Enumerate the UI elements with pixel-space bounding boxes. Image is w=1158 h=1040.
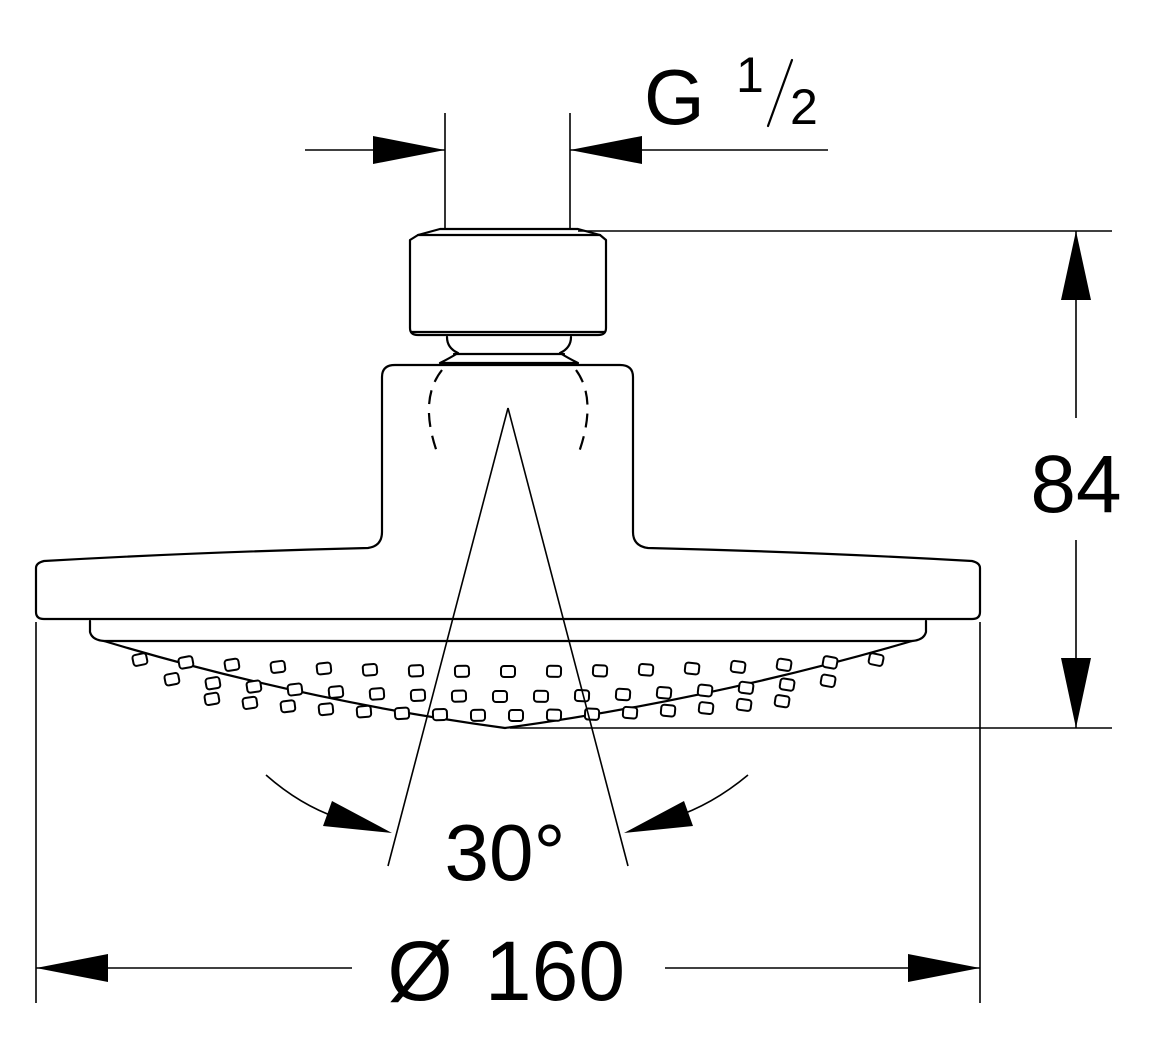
thread-numerator: 1: [736, 47, 764, 103]
nozzle: [867, 652, 885, 667]
nozzle: [637, 662, 655, 677]
nozzle: [591, 664, 609, 678]
angle-arrow-right: [624, 801, 693, 833]
nozzle: [621, 705, 639, 720]
nozzle: [131, 652, 149, 667]
thread-dimension: G 1 2: [305, 47, 828, 228]
nozzle: [821, 655, 839, 670]
nozzle: [729, 659, 747, 674]
neck: [438, 335, 580, 365]
diameter-dimension: Ø 160: [35, 622, 981, 1018]
diameter-arrow-right: [908, 954, 980, 982]
nozzle: [545, 664, 563, 678]
nozzle: [775, 657, 793, 672]
nozzle: [659, 703, 677, 718]
nozzle: [223, 657, 241, 672]
height-arrow-bottom: [1061, 658, 1091, 728]
thread-arrow-left: [373, 136, 445, 164]
nozzle: [368, 687, 386, 701]
nozzle: [532, 689, 550, 703]
height-label: 84: [1030, 439, 1121, 530]
nozzle: [286, 682, 304, 697]
head-body: [34, 363, 982, 730]
nozzle: [469, 708, 487, 722]
nozzle: [491, 689, 509, 704]
height-dimension: 84: [510, 230, 1122, 729]
nozzle: [450, 689, 468, 703]
nozzle: [431, 707, 449, 722]
nozzle: [245, 679, 263, 694]
thread-arrow-right: [570, 136, 642, 164]
internal-passage-left: [427, 369, 443, 456]
nozzle: [203, 691, 221, 707]
spray-nozzles: [131, 652, 885, 723]
diameter-value: 160: [485, 924, 625, 1018]
height-arrow-top: [1061, 231, 1091, 300]
nozzle: [204, 676, 222, 691]
diameter-arrow-left: [36, 954, 108, 982]
nozzle: [683, 661, 701, 676]
nozzle: [409, 688, 427, 702]
nozzle: [697, 701, 715, 716]
angle-arrow-left: [323, 801, 392, 833]
nozzle: [453, 664, 471, 678]
nozzle: [545, 708, 563, 722]
nozzle: [735, 697, 753, 712]
nozzle: [355, 704, 373, 719]
nozzle: [507, 708, 525, 723]
nozzle: [241, 695, 259, 710]
nozzle: [819, 673, 837, 688]
nozzle: [317, 702, 335, 717]
nozzle: [315, 661, 333, 676]
nozzle: [778, 677, 796, 692]
angle-label: 30°: [445, 808, 566, 897]
spray-angle: 30°: [265, 407, 749, 897]
nozzle: [696, 683, 714, 698]
nozzle: [177, 655, 195, 670]
nozzle: [327, 685, 345, 699]
thread-fraction-slash: [766, 58, 794, 128]
nozzle: [500, 665, 516, 678]
nozzle: [773, 694, 791, 709]
nozzle: [163, 671, 181, 687]
nozzle: [269, 659, 287, 674]
nozzle: [407, 664, 425, 678]
nozzle: [614, 687, 632, 702]
thread-letter: G: [644, 53, 705, 141]
internal-passage-right: [575, 369, 589, 456]
nozzle: [737, 680, 755, 695]
nozzle: [393, 706, 411, 721]
nozzle: [361, 662, 379, 677]
thread-denominator: 2: [790, 79, 818, 135]
connector-nut: [408, 227, 608, 337]
diameter-symbol: Ø: [387, 924, 452, 1018]
nozzle: [655, 685, 673, 700]
nozzle: [279, 699, 297, 714]
